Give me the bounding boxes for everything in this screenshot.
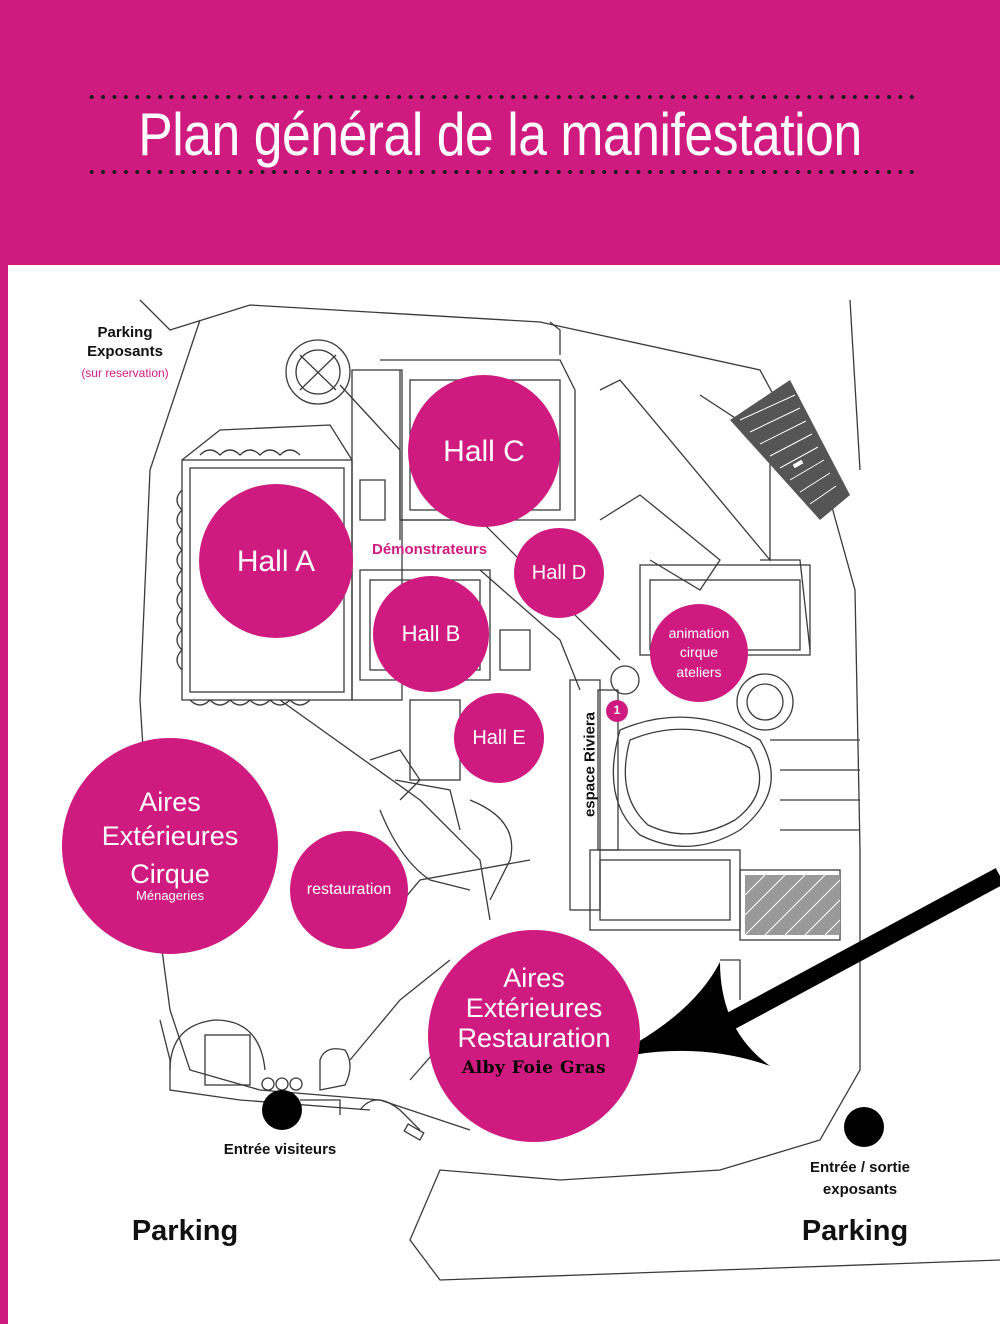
title-dotted-rule-bottom bbox=[86, 169, 920, 175]
point-1-marker: 1 bbox=[606, 700, 628, 722]
zone-hall-a[interactable]: Hall A bbox=[199, 484, 353, 638]
zone-animation-cirque-ateliers[interactable]: animation cirque ateliers bbox=[650, 604, 748, 702]
page-title: Plan général de la manifestation bbox=[138, 101, 862, 168]
entree-sortie-exposants-label: Entrée / sortie exposants bbox=[809, 1159, 911, 1198]
entrance-visitors-marker bbox=[262, 1090, 302, 1130]
zone-hall-e[interactable]: Hall E bbox=[454, 693, 544, 783]
zone-hall-b[interactable]: Hall B bbox=[373, 576, 489, 692]
zone-restauration[interactable]: restauration bbox=[290, 831, 408, 949]
zone-hall-c[interactable]: Hall C bbox=[408, 375, 560, 527]
espace-riviera-label: espace Riviera bbox=[581, 711, 599, 818]
arrow-icon bbox=[600, 868, 1000, 1066]
parking-right-label: Parking bbox=[801, 1215, 909, 1247]
hatched-area-lower-right bbox=[744, 874, 841, 936]
parking-exposants-label: Parking Exposants bbox=[87, 324, 163, 360]
demonstrateurs-label: Démonstrateurs bbox=[372, 541, 488, 558]
title-dotted-rule-top bbox=[86, 94, 920, 100]
hatched-area-top-right bbox=[730, 380, 850, 520]
parking-exposants-note: (sur reservation) bbox=[81, 366, 169, 380]
alby-foie-gras-logo: Alby Foie Gras bbox=[461, 1058, 607, 1079]
parking-left-label: Parking bbox=[131, 1215, 239, 1247]
entree-visiteurs-label: Entrée visiteurs bbox=[223, 1141, 337, 1158]
zone-aires-exterieures-cirque[interactable]: Aires Extérieures Cirque Ménageries bbox=[62, 738, 278, 954]
entrance-exhibitors-marker bbox=[844, 1107, 884, 1147]
zone-aires-exterieures-restauration[interactable]: Aires Extérieures Restauration Alby Foie… bbox=[428, 930, 640, 1142]
zone-hall-d[interactable]: Hall D bbox=[514, 528, 604, 618]
